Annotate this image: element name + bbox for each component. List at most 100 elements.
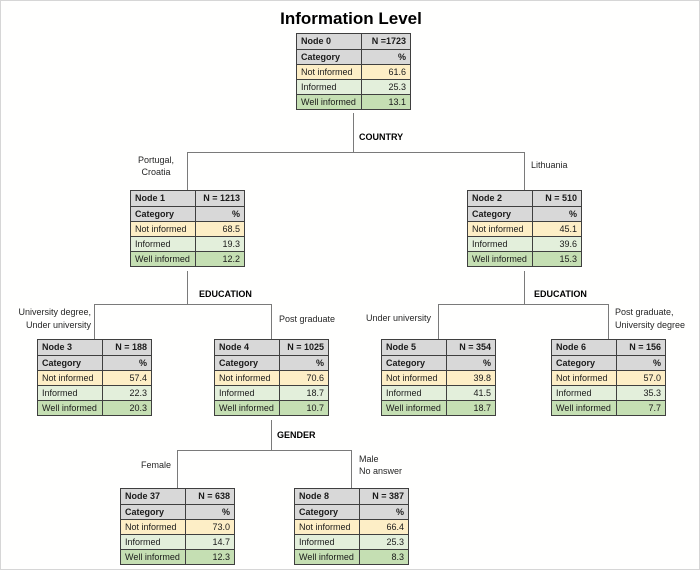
percent-header: % bbox=[185, 504, 234, 519]
category-informed: Informed bbox=[215, 385, 279, 400]
connector-node37-drop bbox=[177, 450, 178, 488]
connector-node4-drop bbox=[271, 304, 272, 339]
node-title: Node 0 bbox=[297, 34, 361, 49]
value-well-informed: 18.7 bbox=[446, 400, 495, 415]
node-count: N = 1025 bbox=[279, 340, 328, 355]
node-count: N = 387 bbox=[359, 489, 408, 504]
category-well-informed: Well informed bbox=[121, 549, 185, 564]
category-not-informed: Not informed bbox=[131, 221, 195, 236]
node-count: N = 188 bbox=[102, 340, 151, 355]
category-well-informed: Well informed bbox=[552, 400, 616, 415]
node-count: N = 156 bbox=[616, 340, 665, 355]
category-informed: Informed bbox=[552, 385, 616, 400]
connector-node1-drop bbox=[187, 152, 188, 190]
connector-node2-stem bbox=[524, 271, 525, 304]
value-well-informed: 12.3 bbox=[185, 549, 234, 564]
value-informed: 25.3 bbox=[361, 79, 410, 94]
node-title: Node 3 bbox=[38, 340, 102, 355]
split-variable-education-right: EDUCATION bbox=[534, 289, 587, 299]
category-not-informed: Not informed bbox=[38, 370, 102, 385]
split-variable-education-left: EDUCATION bbox=[199, 289, 252, 299]
value-informed: 35.3 bbox=[616, 385, 665, 400]
value-not-informed: 66.4 bbox=[359, 519, 408, 534]
node-count: N = 510 bbox=[532, 191, 581, 206]
node-table-4: Node 4 N = 1025 Category % Not informed … bbox=[214, 339, 329, 416]
branch-label-postgrad-university: Post graduate, University degree bbox=[615, 307, 686, 330]
node-table-1: Node 1 N = 1213 Category % Not informed … bbox=[130, 190, 245, 267]
node-table-3: Node 3 N = 188 Category % Not informed 5… bbox=[37, 339, 152, 416]
percent-header: % bbox=[361, 49, 410, 64]
connector-node1-stem bbox=[187, 271, 188, 304]
category-header: Category bbox=[468, 206, 532, 221]
value-not-informed: 39.8 bbox=[446, 370, 495, 385]
category-not-informed: Not informed bbox=[295, 519, 359, 534]
value-not-informed: 61.6 bbox=[361, 64, 410, 79]
value-not-informed: 68.5 bbox=[195, 221, 244, 236]
percent-header: % bbox=[359, 504, 408, 519]
percent-header: % bbox=[279, 355, 328, 370]
connector-gender-horizontal bbox=[177, 450, 352, 451]
branch-label-male-no-answer: Male No answer bbox=[359, 454, 403, 476]
branch-label-lithuania: Lithuania bbox=[531, 160, 568, 170]
category-not-informed: Not informed bbox=[121, 519, 185, 534]
connector-node5-drop bbox=[438, 304, 439, 339]
value-informed: 14.7 bbox=[185, 534, 234, 549]
category-well-informed: Well informed bbox=[382, 400, 446, 415]
category-header: Category bbox=[38, 355, 102, 370]
branch-label-post-graduate: Post graduate bbox=[279, 314, 336, 324]
node-title: Node 2 bbox=[468, 191, 532, 206]
connector-root-stem bbox=[353, 113, 354, 152]
connector-education1-horizontal bbox=[94, 304, 272, 305]
connector-education2-horizontal bbox=[438, 304, 609, 305]
connector-node2-drop bbox=[524, 152, 525, 190]
category-header: Category bbox=[382, 355, 446, 370]
node-title: Node 37 bbox=[121, 489, 185, 504]
value-not-informed: 57.0 bbox=[616, 370, 665, 385]
node-title: Node 8 bbox=[295, 489, 359, 504]
page-title: Information Level bbox=[280, 9, 422, 28]
node-table-0: Node 0 N =1723 Category % Not informed 6… bbox=[296, 33, 411, 110]
value-informed: 39.6 bbox=[532, 236, 581, 251]
value-informed: 18.7 bbox=[279, 385, 328, 400]
node-table-5: Node 5 N = 354 Category % Not informed 3… bbox=[381, 339, 496, 416]
category-not-informed: Not informed bbox=[468, 221, 532, 236]
category-well-informed: Well informed bbox=[297, 94, 361, 109]
node-table-6: Node 6 N = 156 Category % Not informed 5… bbox=[551, 339, 666, 416]
node-table-8: Node 8 N = 387 Category % Not informed 6… bbox=[294, 488, 409, 565]
category-informed: Informed bbox=[121, 534, 185, 549]
category-not-informed: Not informed bbox=[552, 370, 616, 385]
node-title: Node 5 bbox=[382, 340, 446, 355]
value-well-informed: 13.1 bbox=[361, 94, 410, 109]
category-informed: Informed bbox=[382, 385, 446, 400]
branch-label-university-under: University degree, Under university bbox=[18, 307, 91, 330]
category-not-informed: Not informed bbox=[382, 370, 446, 385]
category-not-informed: Not informed bbox=[297, 64, 361, 79]
value-not-informed: 45.1 bbox=[532, 221, 581, 236]
node-count: N = 638 bbox=[185, 489, 234, 504]
node-count: N = 1213 bbox=[195, 191, 244, 206]
value-well-informed: 15.3 bbox=[532, 251, 581, 266]
value-informed: 22.3 bbox=[102, 385, 151, 400]
node-title: Node 4 bbox=[215, 340, 279, 355]
node-title: Node 6 bbox=[552, 340, 616, 355]
branch-label-portugal-croatia: Portugal, Croatia bbox=[137, 155, 175, 177]
node-table-37: Node 37 N = 638 Category % Not informed … bbox=[120, 488, 235, 565]
value-not-informed: 73.0 bbox=[185, 519, 234, 534]
connector-node8-drop bbox=[351, 450, 352, 488]
node-count: N = 354 bbox=[446, 340, 495, 355]
percent-header: % bbox=[102, 355, 151, 370]
value-well-informed: 12.2 bbox=[195, 251, 244, 266]
percent-header: % bbox=[195, 206, 244, 221]
category-well-informed: Well informed bbox=[215, 400, 279, 415]
connector-node6-drop bbox=[608, 304, 609, 339]
value-informed: 25.3 bbox=[359, 534, 408, 549]
percent-header: % bbox=[532, 206, 581, 221]
category-not-informed: Not informed bbox=[215, 370, 279, 385]
category-informed: Informed bbox=[38, 385, 102, 400]
connector-country-horizontal bbox=[187, 152, 525, 153]
value-well-informed: 8.3 bbox=[359, 549, 408, 564]
node-count: N =1723 bbox=[361, 34, 410, 49]
category-header: Category bbox=[121, 504, 185, 519]
category-well-informed: Well informed bbox=[38, 400, 102, 415]
